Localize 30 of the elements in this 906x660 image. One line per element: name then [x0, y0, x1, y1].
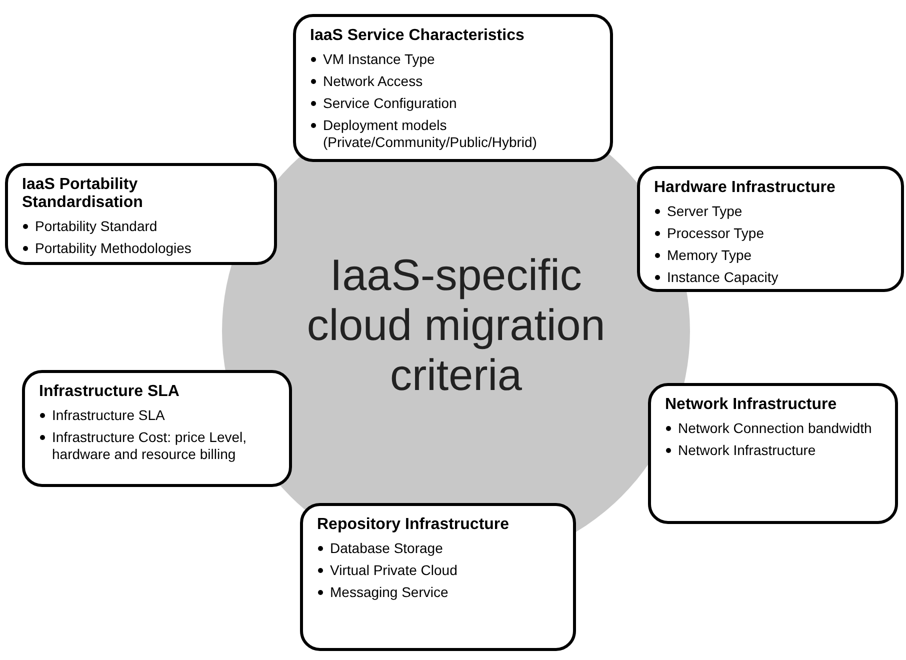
criteria-card: [300, 503, 576, 651]
bullet-text: Network Infrastructure: [678, 442, 816, 459]
bullet-text: Infrastructure SLA: [52, 407, 165, 424]
bullet-text: Server Type: [667, 203, 742, 220]
bullet-text: VM Instance Type: [323, 51, 435, 68]
bullet-text: Processor Type: [667, 225, 764, 242]
card-heading: Network Infrastructure: [665, 396, 838, 414]
criteria-card: [648, 383, 898, 524]
card-heading: Hardware Infrastructure: [654, 179, 836, 197]
hub-title: IaaS-specific cloud migration criteria: [286, 251, 626, 401]
bullet-text: Deployment models (Private/Community/Public/Hybrid): [323, 117, 538, 151]
criteria-card: [22, 370, 292, 487]
bullet-text: Portability Standard: [35, 218, 158, 235]
bullet-text: Infrastructure Cost: price Level, hardware and resource billing: [52, 429, 248, 463]
bullet-text: Network Access: [323, 73, 423, 90]
criteria-card: [5, 163, 277, 265]
bullet-text: Portability Methodologies: [35, 240, 192, 257]
bullet-text: Instance Capacity: [667, 269, 778, 286]
bullet-text: Messaging Service: [330, 584, 448, 601]
card-heading: Repository Infrastructure: [317, 516, 510, 534]
bullet-text: Service Configuration: [323, 95, 457, 112]
card-heading: Infrastructure SLA: [39, 383, 180, 401]
bullet-text: Memory Type: [667, 247, 752, 264]
bullet-text: Network Connection bandwidth: [678, 420, 872, 437]
bullet-text: Database Storage: [330, 540, 443, 557]
criteria-card: [293, 14, 613, 162]
card-heading: IaaS Service Characteristics: [310, 27, 526, 45]
bullet-text: Virtual Private Cloud: [330, 562, 458, 579]
criteria-card: [637, 166, 904, 292]
card-heading: IaaS Portability Standardisation: [22, 176, 144, 212]
